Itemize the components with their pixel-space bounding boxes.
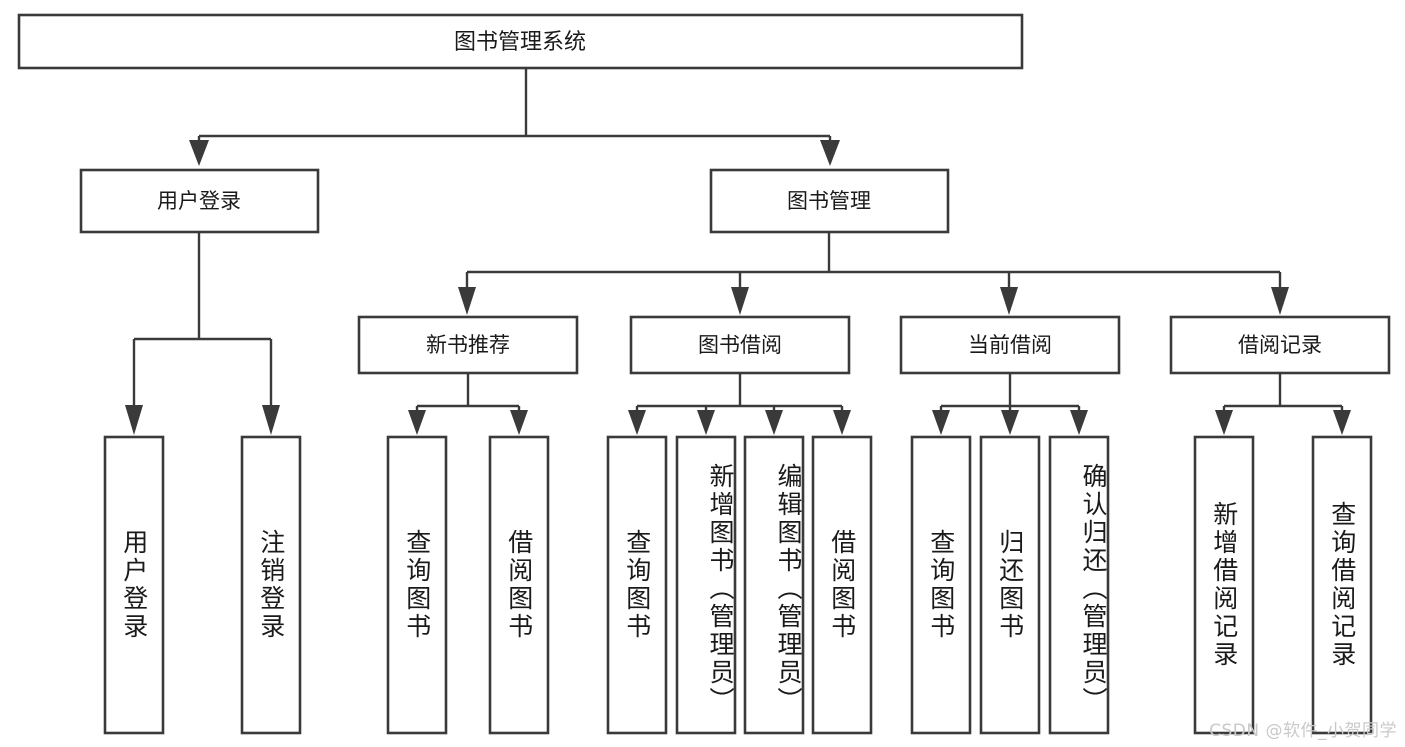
node-new-book-recommend-box <box>357 315 579 375</box>
leaf-box-query-book-3[interactable] <box>910 435 972 735</box>
arrow-to-leaf-query-book-2 <box>628 410 646 435</box>
node-user-login-label: 用户登录 <box>157 189 241 213</box>
node-root-label: 图书管理系统 <box>454 30 586 55</box>
leaf-box-borrow-book-1[interactable] <box>488 435 550 735</box>
leaf-box-query-record[interactable] <box>1311 435 1373 735</box>
arrow-to-leaf-add-book <box>697 410 715 435</box>
arrow-to-current-borrow <box>1000 287 1018 315</box>
node-new-book-recommend-label: 新书推荐 <box>426 333 510 357</box>
arrow-to-user-login <box>189 140 209 166</box>
node-root-box <box>17 13 1024 70</box>
arrow-to-borrow-record <box>1271 287 1289 315</box>
node-borrow-record-label: 借阅记录 <box>1238 333 1322 357</box>
arrow-to-leaf-add-record <box>1215 410 1233 435</box>
node-book-borrow-box <box>629 315 851 375</box>
node-root[interactable]: 图书管理系统 <box>17 13 1024 70</box>
arrow-to-leaf-query-book-1 <box>408 410 426 435</box>
leaf-box-user-login[interactable] <box>103 435 165 735</box>
node-new-book-recommend[interactable]: 新书推荐 <box>357 315 579 375</box>
leaf-box-return-book[interactable] <box>979 435 1041 735</box>
arrow-to-leaf-logout <box>262 405 280 435</box>
leaf-box-add-record[interactable] <box>1193 435 1255 735</box>
csdn-watermark: CSDN @软件_小贺同学 <box>1209 721 1397 741</box>
node-borrow-record[interactable]: 借阅记录 <box>1169 315 1391 375</box>
arrow-to-leaf-query-record <box>1333 410 1351 435</box>
node-book-borrow-label: 图书借阅 <box>698 333 782 357</box>
node-book-management-box <box>709 168 950 234</box>
leaf-box-query-book-2[interactable] <box>606 435 668 735</box>
leaf-box-add-book[interactable] <box>675 435 737 735</box>
arrow-to-book-borrow <box>731 287 749 315</box>
node-user-login[interactable]: 用户登录 <box>79 168 320 234</box>
arrow-to-leaf-user-login <box>125 405 143 435</box>
node-book-borrow[interactable]: 图书借阅 <box>629 315 851 375</box>
arrow-to-new-book-recommend <box>458 287 476 315</box>
node-current-borrow[interactable]: 当前借阅 <box>899 315 1121 375</box>
leaf-box-logout[interactable] <box>240 435 302 735</box>
leaf-box-query-book-1[interactable] <box>386 435 448 735</box>
node-book-management-label: 图书管理 <box>787 189 871 213</box>
leaf-box-confirm-return[interactable] <box>1048 435 1110 735</box>
arrow-to-leaf-borrow-book-2 <box>833 410 851 435</box>
node-book-management[interactable]: 图书管理 <box>709 168 950 234</box>
arrow-to-book-management <box>820 140 840 166</box>
arrow-to-leaf-edit-book <box>765 410 783 435</box>
leaf-box-edit-book[interactable] <box>743 435 805 735</box>
arrow-to-leaf-borrow-book-1 <box>510 410 528 435</box>
arrow-to-leaf-confirm-return <box>1070 410 1088 435</box>
arrow-to-leaf-return-book <box>1001 410 1019 435</box>
node-current-borrow-box <box>899 315 1121 375</box>
node-current-borrow-label: 当前借阅 <box>968 333 1052 357</box>
leaf-box-borrow-book-2[interactable] <box>811 435 873 735</box>
node-borrow-record-box <box>1169 315 1391 375</box>
arrow-to-leaf-query-book-3 <box>932 410 950 435</box>
